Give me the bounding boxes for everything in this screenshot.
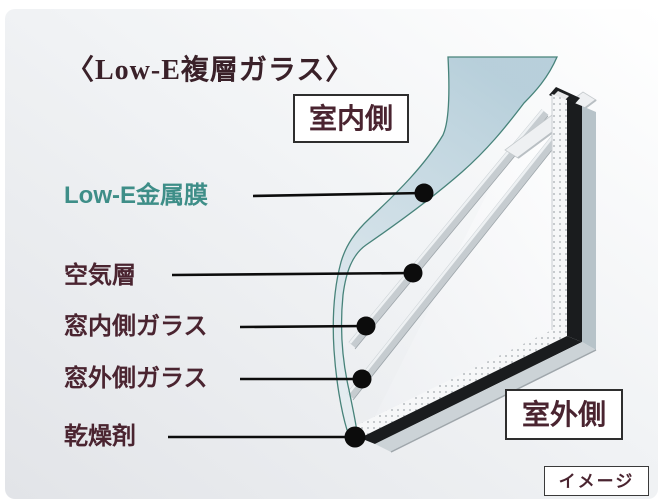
- outdoor-side-box: 室外側: [505, 389, 623, 440]
- leader-lines: [168, 191, 425, 439]
- outer-glass-bottom-edge: [375, 342, 596, 452]
- image-note-box: イメージ: [544, 466, 649, 496]
- indoor-side-box: 室内側: [293, 94, 409, 143]
- sealant-right: [567, 100, 582, 342]
- spacer-cross-section: [549, 87, 580, 106]
- label-low-e-film: Low-E金属膜: [64, 182, 208, 209]
- label-air-layer: 空気層: [64, 262, 136, 289]
- spacer-strip-right: [551, 94, 567, 336]
- label-outer-glass: 窓外側ガラス: [64, 365, 208, 392]
- outer-pane-edge: [346, 109, 580, 401]
- label-desiccant: 乾燥剤: [64, 423, 136, 450]
- outer-glass-right-edge: [582, 106, 596, 350]
- page-title: 〈Low-E複層ガラス〉: [66, 55, 355, 86]
- sealant-bottom: [360, 336, 582, 444]
- label-inner-glass: 窓内側ガラス: [64, 313, 208, 340]
- low-e-film-sheet: [332, 56, 558, 433]
- spacer-strip-bottom: [345, 330, 567, 438]
- leader-dots: [344, 183, 434, 448]
